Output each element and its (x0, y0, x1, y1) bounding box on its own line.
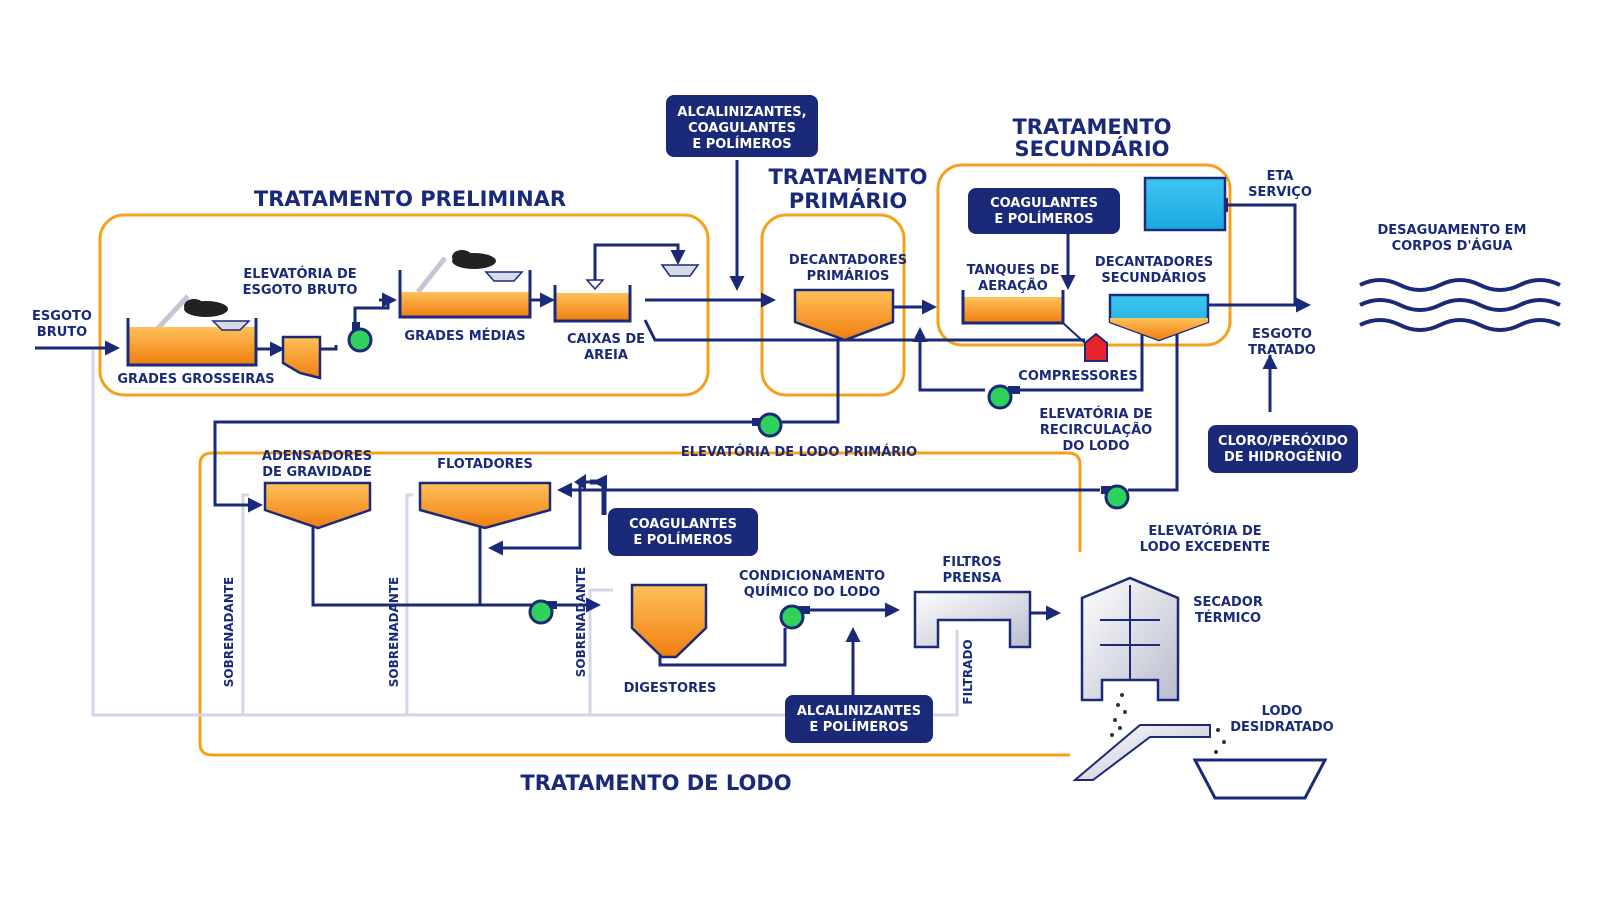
label-lodo-desidratado: DESIDRATADO (1230, 720, 1334, 735)
eta-servico-tank (1143, 176, 1227, 232)
label-sobrenadante-2: SOBRENADANTE (387, 577, 401, 687)
pump-lodo-primario (752, 412, 783, 438)
label-tanques-aeracao: AERAÇÃO (978, 278, 1048, 294)
decantador-primario (793, 288, 895, 342)
label-decantadores-secundarios: SECUNDÁRIOS (1101, 270, 1206, 286)
label-elevatoria-excedente: LODO EXCEDENTE (1140, 540, 1270, 555)
label-desaguamento: CORPOS D'ÁGUA (1392, 238, 1513, 254)
chem-box-coagulantes-sec: COAGULANTES E POLÍMEROS (968, 188, 1120, 234)
label-filtros-prensa: PRENSA (943, 571, 1002, 586)
section-title-lodo: TRATAMENTO DE LODO (520, 771, 791, 795)
chem-box-coagulantes-lodo: COAGULANTES E POLÍMEROS (608, 508, 758, 556)
lodo-desidratado-bin (1192, 758, 1328, 800)
label-caixas-areia: AREIA (584, 348, 628, 363)
label-elevatoria-lodo-primario: ELEVATÓRIA DE LODO PRIMÁRIO (681, 444, 917, 460)
label-grades-medias: GRADES MÉDIAS (404, 328, 525, 344)
label-secador: SECADOR (1193, 595, 1263, 610)
section-title-primario: TRATAMENTO (768, 165, 927, 189)
chem-text: E POLÍMEROS (809, 719, 908, 735)
label-compressores: COMPRESSORES (1018, 369, 1137, 384)
section-outlines (98, 163, 1232, 757)
label-condicionamento: CONDICIONAMENTO (739, 569, 885, 584)
label-flotadores: FLOTADORES (437, 457, 533, 472)
label-digestores: DIGESTORES (624, 681, 717, 696)
grades-grosseiras-tank (126, 294, 258, 367)
label-eta-servico: ETA (1267, 169, 1294, 184)
label-lodo-desidratado: LODO (1262, 704, 1303, 719)
label-elevatoria-recirculacao: RECIRCULAÇÃO (1040, 422, 1152, 438)
chem-box-alcalinizantes-top: ALCALINIZANTES, COAGULANTES E POLÍMEROS (666, 95, 818, 157)
pump-condicionamento (779, 604, 810, 630)
label-esgoto-tratado: ESGOTO (1252, 327, 1312, 342)
decantador-secundario (1108, 293, 1210, 342)
flow-lines (35, 160, 1311, 700)
label-caixas-areia: CAIXAS DE (567, 332, 645, 347)
lodo-outline (198, 451, 1082, 757)
grades-medias-tank (398, 250, 532, 319)
label-filtros-prensa: FILTROS (942, 555, 1001, 570)
digestor (630, 583, 708, 659)
tanque-aeracao (961, 290, 1065, 325)
preliminar-outline (98, 213, 710, 397)
flotador (418, 481, 552, 530)
section-title-preliminar: TRATAMENTO PRELIMINAR (254, 187, 566, 211)
label-decantadores-secundarios: DECANTADORES (1095, 255, 1213, 270)
adensador-gravidade (263, 481, 372, 530)
chem-text: COAGULANTES (629, 517, 737, 532)
chem-text: ALCALINIZANTES (797, 704, 921, 719)
chem-box-cloro: CLORO/PERÓXIDO DE HIDROGÊNIO (1208, 425, 1358, 473)
conveyor-chute (1072, 724, 1211, 781)
caixas-areia-tank (553, 264, 700, 323)
coagulant-feed-arrowhead (574, 474, 586, 490)
label-grades-grosseiras: GRADES GROSSEIRAS (117, 372, 274, 387)
label-elevatoria-recirculacao: DO LODO (1062, 439, 1129, 454)
label-decantadores-primarios: PRIMÁRIOS (807, 268, 890, 284)
label-esgoto-bruto: ESGOTO (32, 309, 92, 324)
elevatoria-bruto-well (281, 335, 322, 380)
chem-text: ALCALINIZANTES, (677, 105, 806, 120)
chem-text: E POLÍMEROS (994, 211, 1093, 227)
label-condicionamento: QUÍMICO DO LODO (744, 584, 880, 600)
label-desaguamento: DESAGUAMENTO EM (1378, 223, 1527, 238)
pump-recirculacao (987, 384, 1020, 410)
chem-text: COAGULANTES (688, 121, 796, 136)
label-elevatoria-bruto: ESGOTO BRUTO (243, 283, 358, 298)
label-filtrado: FILTRADO (961, 639, 975, 704)
pump-digestores (528, 599, 557, 625)
coagulant-feed-arrow (590, 479, 607, 515)
label-sobrenadante-3: SOBRENADANTE (574, 567, 588, 677)
label-eta-servico: SERVIÇO (1248, 185, 1312, 200)
label-esgoto-bruto: BRUTO (37, 325, 87, 340)
label-secador: TÉRMICO (1195, 610, 1261, 626)
chem-text: E POLÍMEROS (633, 532, 732, 548)
waves-icon (1359, 278, 1561, 332)
label-adensadores: DE GRAVIDADE (262, 465, 371, 480)
pump-elevatoria-bruto (347, 322, 373, 353)
section-title-primario: PRIMÁRIO (789, 188, 907, 213)
label-elevatoria-bruto: ELEVATÓRIA DE (243, 266, 356, 282)
chem-box-alcalinizantes-bottom: ALCALINIZANTES E POLÍMEROS (785, 695, 933, 743)
label-elevatoria-recirculacao: ELEVATÓRIA DE (1039, 406, 1152, 422)
chem-text: E POLÍMEROS (692, 136, 791, 152)
label-tanques-aeracao: TANQUES DE (967, 263, 1060, 278)
compressor-icon (1084, 332, 1108, 362)
label-decantadores-primarios: DECANTADORES (789, 253, 907, 268)
section-title-secundario: SECUNDÁRIO (1014, 136, 1169, 161)
label-esgoto-tratado: TRATADO (1248, 343, 1316, 358)
filtro-prensa (913, 590, 1032, 649)
label-adensadores: ADENSADORES (262, 449, 372, 464)
chem-text: COAGULANTES (990, 196, 1098, 211)
secador-termico (1080, 576, 1180, 702)
label-sobrenadante-1: SOBRENADANTE (222, 577, 236, 687)
label-elevatoria-excedente: ELEVATÓRIA DE (1148, 523, 1261, 539)
chem-text: CLORO/PERÓXIDO (1218, 433, 1348, 449)
section-title-secundario: TRATAMENTO (1012, 115, 1171, 139)
chem-text: DE HIDROGÊNIO (1224, 449, 1342, 465)
pump-lodo-excedente (1101, 484, 1130, 510)
